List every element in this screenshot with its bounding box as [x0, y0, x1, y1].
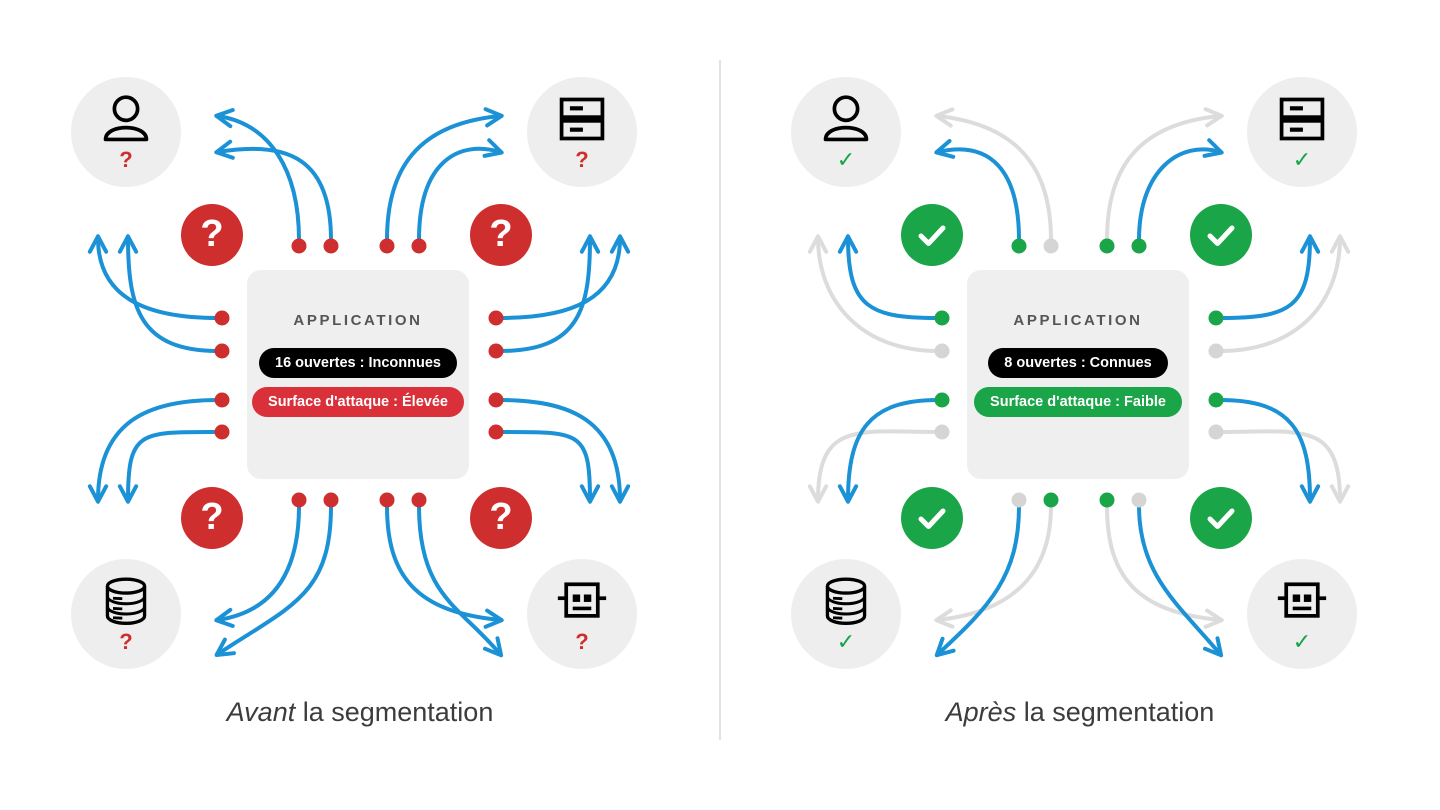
application-title: APPLICATION [293, 312, 423, 329]
node-status-mark: ✓ [1292, 629, 1312, 654]
question-mark-icon: ? [200, 212, 224, 255]
panel-before-segmentation: ? ? ? [0, 77, 720, 728]
node-database-after[interactable]: ✓ [791, 559, 901, 669]
node-status-mark: ? [575, 147, 589, 172]
connection-origin-dots [214, 238, 504, 508]
database-icon [105, 577, 147, 625]
node-status-mark: ? [575, 629, 589, 654]
attack-surface-pill: Surface d'attaque : Élevée [252, 387, 464, 417]
check-icon [1207, 508, 1235, 529]
status-badge-unknown-bottom-left[interactable]: ? [181, 487, 243, 549]
node-user-after[interactable]: ✓ [791, 77, 901, 187]
status-badge-verified-bottom-right[interactable] [1190, 487, 1252, 549]
check-icon [918, 508, 946, 529]
status-badge-verified-top-right[interactable] [1190, 204, 1252, 266]
check-icon [918, 225, 946, 246]
caption-rest: la segmentation [295, 697, 494, 727]
status-badge-verified-bottom-left[interactable] [901, 487, 963, 549]
caption-emphasis: Avant [226, 697, 296, 727]
question-mark-icon: ? [200, 495, 224, 538]
blocked-wires [807, 107, 1351, 629]
status-badge-verified-top-left[interactable] [901, 204, 963, 266]
node-robot-before[interactable]: ? [527, 559, 637, 669]
node-server-before[interactable]: ? [527, 77, 637, 187]
node-server-after[interactable]: ✓ [1247, 77, 1357, 187]
attack-surface-pill: Surface d'attaque : Faible [974, 387, 1182, 417]
connection-wires-after [807, 107, 1351, 658]
caption-before: Avant la segmentation [0, 697, 720, 728]
node-robot-after[interactable]: ✓ [1247, 559, 1357, 669]
node-status-mark: ✓ [836, 147, 856, 172]
caption-rest: la segmentation [1016, 697, 1215, 727]
caption-after: Après la segmentation [720, 697, 1440, 728]
connection-origin-dots [934, 238, 1224, 508]
status-badge-unknown-top-right[interactable]: ? [470, 204, 532, 266]
node-status-mark: ? [119, 147, 133, 172]
open-ports-pill: 8 ouvertes : Connues [988, 348, 1168, 378]
server-icon [1279, 97, 1325, 141]
node-status-mark: ? [119, 629, 133, 654]
node-database-before[interactable]: ? [71, 559, 181, 669]
node-status-mark: ✓ [1292, 147, 1312, 172]
application-card-after: APPLICATION 8 ouvertes : Connues Surface… [967, 270, 1189, 479]
application-title: APPLICATION [1013, 312, 1143, 329]
application-card-before: APPLICATION 16 ouvertes : Inconnues Surf… [247, 270, 469, 479]
robot-icon [557, 582, 607, 618]
question-mark-icon: ? [489, 495, 513, 538]
question-mark-icon: ? [489, 212, 513, 255]
status-badge-unknown-bottom-right[interactable]: ? [470, 487, 532, 549]
database-icon [825, 577, 867, 625]
node-user-before[interactable]: ? [71, 77, 181, 187]
connection-wires-before [87, 107, 631, 658]
open-ports-pill: 16 ouvertes : Inconnues [259, 348, 457, 378]
node-status-mark: ✓ [836, 629, 856, 654]
status-badge-unknown-top-left[interactable]: ? [181, 204, 243, 266]
check-icon [1207, 225, 1235, 246]
robot-icon [1277, 582, 1327, 618]
server-icon [559, 97, 605, 141]
panel-after-segmentation: ✓ ✓ ✓ [720, 0, 1440, 810]
panel-divider [719, 60, 721, 740]
user-icon [103, 95, 149, 142]
user-icon [823, 95, 869, 142]
active-wires [837, 138, 1321, 658]
caption-emphasis: Après [945, 697, 1017, 727]
